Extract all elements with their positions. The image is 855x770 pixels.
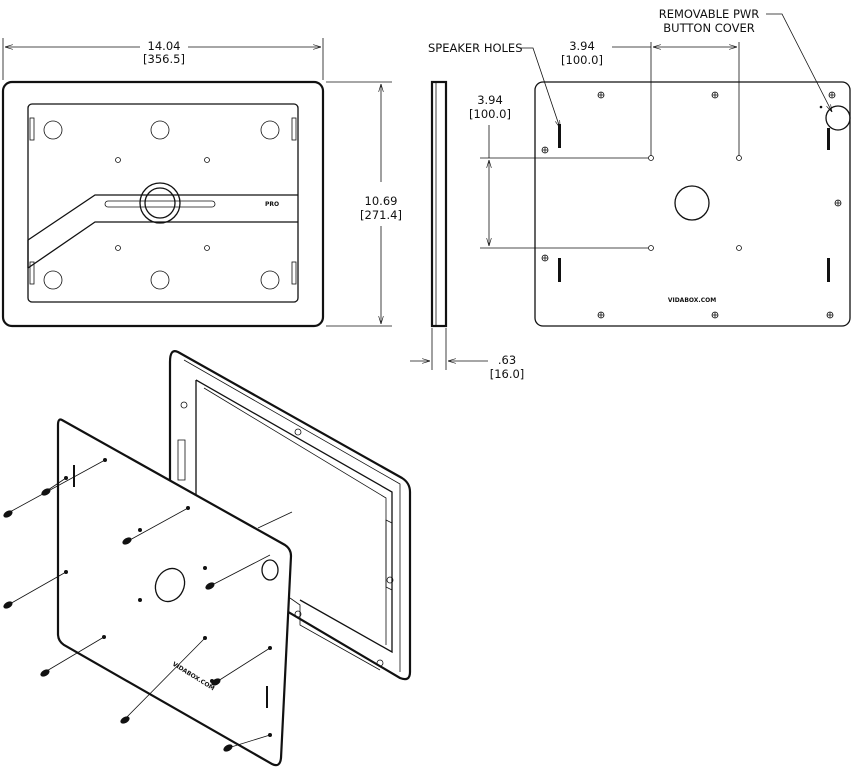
power-cover-callout-1: REMOVABLE PWR xyxy=(659,7,760,21)
v-spacing-mm: [100.0] xyxy=(469,107,511,121)
rear-view: VIDABOX.COM 3.94 [100.0] 3.94 [100.0] SP… xyxy=(428,7,851,327)
screws xyxy=(7,459,271,749)
depth-dim-inches: .63 xyxy=(498,353,516,367)
speaker-holes xyxy=(558,124,830,282)
power-button-cover xyxy=(825,105,851,131)
h-spacing-inches: 3.94 xyxy=(569,39,595,53)
front-view: PRO 14.04 [356.5] 10.69 [271.4] xyxy=(1,38,402,328)
h-spacing-mm: [100.0] xyxy=(561,53,603,67)
rear-screws xyxy=(541,91,842,319)
depth-dim-mm: [16.0] xyxy=(490,367,525,381)
power-cover-callout-2: BUTTON COVER xyxy=(663,21,754,35)
v-spacing-inches: 3.94 xyxy=(477,93,503,107)
height-dim-inches: 10.69 xyxy=(365,194,398,208)
speaker-holes-callout: SPEAKER HOLES xyxy=(428,41,523,55)
brand-mark: PRO xyxy=(265,201,279,208)
exploded-view: VIDABOX.COM xyxy=(3,350,412,767)
enclosure-frame xyxy=(168,350,412,681)
width-dim-mm: [356.5] xyxy=(143,52,185,66)
side-view: .63 [16.0] xyxy=(410,80,525,381)
mounting-plate: VIDABOX.COM xyxy=(56,418,293,767)
rear-website: VIDABOX.COM xyxy=(668,297,716,304)
width-dim-inches: 14.04 xyxy=(148,39,181,53)
screw-icons xyxy=(3,488,233,752)
height-dim-mm: [271.4] xyxy=(360,208,402,222)
front-holes xyxy=(43,120,280,290)
